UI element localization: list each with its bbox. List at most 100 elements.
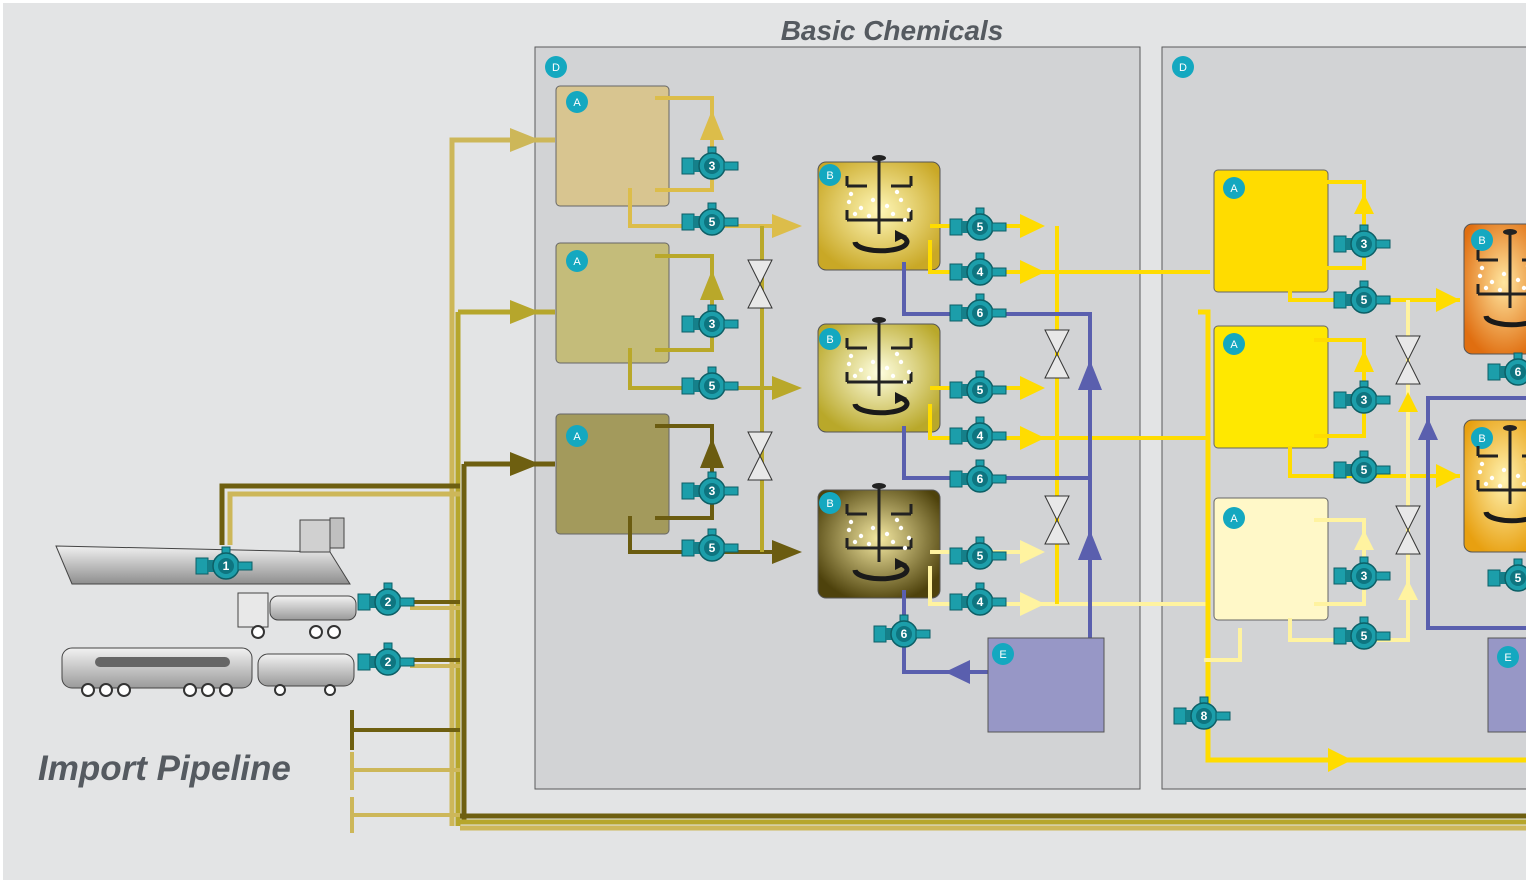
svg-text:A: A — [1230, 513, 1238, 525]
pump-3-icon[interactable]: 3 — [681, 471, 739, 505]
badge-b: B — [819, 492, 841, 514]
pump-2-icon[interactable]: 2 — [357, 582, 415, 616]
valve[interactable] — [1395, 335, 1421, 385]
raw-tank-a4 — [1213, 169, 1329, 293]
badge-b: B — [1471, 229, 1493, 251]
badge-a: A — [566, 250, 588, 272]
svg-text:4: 4 — [977, 595, 984, 609]
svg-text:1: 1 — [223, 559, 230, 573]
svg-text:5: 5 — [1361, 463, 1368, 477]
return-line-right — [1426, 396, 1526, 630]
badge-a: A — [1223, 333, 1245, 355]
pump-3-icon[interactable]: 3 — [1333, 380, 1391, 414]
svg-text:4: 4 — [977, 429, 984, 443]
raw-tank-a6 — [1213, 497, 1329, 621]
flow-arrow — [1436, 464, 1460, 488]
pump-5-icon[interactable]: 5 — [681, 528, 739, 562]
raw-tank-a2 — [555, 242, 670, 364]
pump-6-icon[interactable]: 6 — [1487, 352, 1526, 386]
pump-5-icon[interactable]: 5 — [1333, 616, 1391, 650]
svg-text:2: 2 — [385, 595, 392, 609]
pump-5-icon[interactable]: 5 — [949, 370, 1007, 404]
pump-6-icon[interactable]: 6 — [873, 614, 931, 648]
svg-text:B: B — [826, 498, 833, 510]
svg-text:6: 6 — [977, 472, 984, 486]
svg-text:8: 8 — [1201, 709, 1208, 723]
flow-arrow — [1436, 288, 1460, 312]
pump-8-icon[interactable]: 8 — [1173, 696, 1231, 730]
badge-a: A — [566, 425, 588, 447]
svg-text:6: 6 — [901, 627, 908, 641]
pump-5-icon[interactable]: 5 — [949, 207, 1007, 241]
raw-tank-a1 — [555, 85, 670, 207]
flow-arrow — [1398, 580, 1418, 600]
svg-text:5: 5 — [709, 379, 716, 393]
pump-1-icon[interactable]: 1 — [195, 546, 253, 580]
pump-5-icon[interactable]: 5 — [1487, 558, 1526, 592]
pump-4-icon[interactable]: 4 — [949, 416, 1007, 450]
flow-arrow — [700, 110, 724, 140]
valve[interactable] — [1044, 329, 1070, 379]
flow-arrow — [1398, 392, 1418, 412]
flow-arrow — [772, 376, 802, 400]
valve[interactable] — [747, 259, 773, 309]
flow-arrow — [1354, 530, 1374, 550]
pump-3-icon[interactable]: 3 — [681, 146, 739, 180]
flow-arrow — [1078, 360, 1102, 390]
pump-6-icon[interactable]: 6 — [949, 459, 1007, 493]
pump-5-icon[interactable]: 5 — [681, 366, 739, 400]
flow-arrow — [700, 270, 724, 300]
svg-text:D: D — [1179, 62, 1187, 74]
pump-5-icon[interactable]: 5 — [949, 536, 1007, 570]
pump-3-icon[interactable]: 3 — [1333, 224, 1391, 258]
flow-arrow — [945, 660, 970, 684]
pump-3-icon[interactable]: 3 — [1333, 556, 1391, 590]
valve[interactable] — [1395, 505, 1421, 555]
flow-arrow — [1328, 748, 1352, 772]
train-icon — [61, 647, 355, 697]
flow-arrow — [1020, 214, 1045, 238]
raw-tank-a5 — [1213, 325, 1329, 449]
diagram-title: Basic Chemicals — [781, 15, 1004, 46]
flow-arrow — [700, 438, 724, 468]
svg-text:E: E — [1504, 652, 1511, 664]
agitator-icon — [845, 483, 913, 582]
flow-arrow — [1020, 426, 1045, 450]
svg-text:3: 3 — [1361, 569, 1368, 583]
svg-text:3: 3 — [709, 317, 716, 331]
flow-arrow — [1020, 592, 1045, 616]
valve[interactable] — [747, 431, 773, 481]
pump-6-icon[interactable]: 6 — [949, 293, 1007, 327]
badge-d: D — [1172, 56, 1194, 78]
tanker-truck-icon — [237, 592, 357, 639]
valve[interactable] — [1044, 495, 1070, 545]
svg-text:5: 5 — [709, 541, 716, 555]
svg-text:A: A — [1230, 339, 1238, 351]
pump-5-icon[interactable]: 5 — [681, 202, 739, 236]
flow-arrow — [1078, 530, 1102, 560]
flow-arrow — [510, 300, 540, 324]
agitator-icon — [1476, 425, 1526, 524]
flow-arrow — [1418, 418, 1438, 440]
pump-4-icon[interactable]: 4 — [949, 252, 1007, 286]
agitator-icon — [845, 317, 913, 416]
svg-text:D: D — [552, 62, 560, 74]
badge-a: A — [1223, 177, 1245, 199]
svg-text:5: 5 — [1361, 293, 1368, 307]
svg-text:E: E — [999, 649, 1006, 661]
svg-text:B: B — [826, 334, 833, 346]
pump-5-icon[interactable]: 5 — [1333, 450, 1391, 484]
pump-3-icon[interactable]: 3 — [681, 304, 739, 338]
pump-4-icon[interactable]: 4 — [949, 582, 1007, 616]
pump-5-icon[interactable]: 5 — [1333, 280, 1391, 314]
svg-text:6: 6 — [1515, 365, 1522, 379]
import-pipeline-label: Import Pipeline — [38, 749, 291, 788]
badge-e: E — [992, 643, 1014, 665]
svg-text:5: 5 — [1515, 571, 1522, 585]
badge-a: A — [566, 91, 588, 113]
svg-text:3: 3 — [709, 159, 716, 173]
svg-text:5: 5 — [1361, 629, 1368, 643]
pump-2-icon[interactable]: 2 — [357, 642, 415, 676]
flow-arrow — [1354, 194, 1374, 214]
